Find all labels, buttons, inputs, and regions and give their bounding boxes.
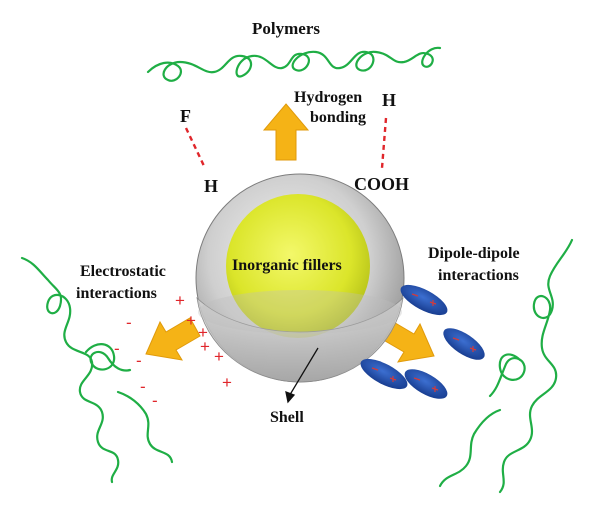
hydrogen-bond-right-dash xyxy=(380,117,388,169)
label-electrostatic-1: Electrostatic xyxy=(80,263,166,280)
plus-sign-5: + xyxy=(214,347,224,366)
label-atom-h-right: H xyxy=(382,90,396,110)
dipole-4 xyxy=(404,369,448,399)
plus-sign-3: + xyxy=(198,323,208,342)
polymer-chain-right-branch xyxy=(438,408,502,488)
label-hydrogen-bonding-2: bonding xyxy=(310,109,366,126)
label-atom-h-left: H xyxy=(204,176,218,196)
minus-sign-2: - xyxy=(114,339,120,358)
label-polymers: Polymers xyxy=(252,19,320,38)
plus-sign-1: + xyxy=(175,291,185,310)
minus-sign-5: - xyxy=(152,391,158,410)
label-atom-f: F xyxy=(180,106,191,126)
dipole-group xyxy=(360,284,485,399)
polymer-chain-right-loop xyxy=(488,353,526,398)
label-hydrogen-bonding-1: Hydrogen xyxy=(294,89,362,106)
minus-sign-3: - xyxy=(136,351,142,370)
polymer-chain-left xyxy=(20,256,120,484)
plus-sign-4: + xyxy=(200,337,210,356)
label-dipole-1: Dipole-dipole xyxy=(428,245,520,262)
plus-sign-6: + xyxy=(222,373,232,392)
label-shell: Shell xyxy=(270,409,304,426)
shell-cutaway-rim xyxy=(198,290,402,334)
dipole-1 xyxy=(400,284,448,316)
polymer-chain-left-loop xyxy=(84,343,132,372)
shell-pointer xyxy=(285,347,319,404)
dipole-2 xyxy=(443,328,485,360)
negative-charges: - - - - - xyxy=(114,313,158,410)
plus-sign-2: + xyxy=(186,311,196,330)
dipole-3 xyxy=(360,358,408,390)
label-core-inorganic-fillers: Inorganic fillers xyxy=(232,257,342,274)
polymer-chain-right xyxy=(498,238,574,494)
hydrogen-bond-left-dash xyxy=(184,127,206,167)
polymer-chain-left-branch xyxy=(116,390,174,464)
polymer-chain-top xyxy=(146,46,442,82)
core-sphere xyxy=(226,194,370,338)
positive-charges: + + + + + + xyxy=(175,291,232,392)
label-dipole-2: interactions xyxy=(438,267,519,284)
arrow-left-electrostatic xyxy=(145,317,201,361)
arrow-up-hydrogen xyxy=(262,103,310,161)
shell-cutaway-lower xyxy=(196,296,404,383)
core-shell-particle xyxy=(195,173,405,383)
label-electrostatic-2: interactions xyxy=(76,285,157,302)
minus-sign-1: - xyxy=(126,313,132,332)
minus-sign-4: - xyxy=(140,377,146,396)
label-cooh: COOH xyxy=(354,174,409,194)
